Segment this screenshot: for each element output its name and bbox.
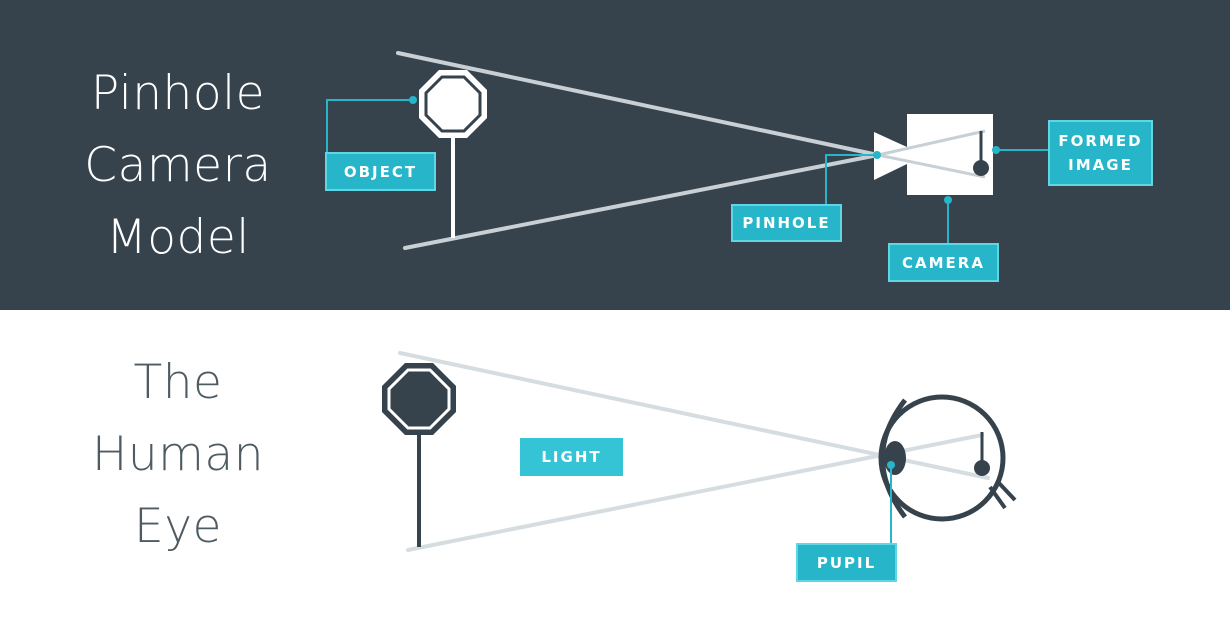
object-stop-sign-icon xyxy=(419,70,487,238)
pinhole-camera-diagram xyxy=(326,51,1050,250)
pinhole-label-text: PINHOLE xyxy=(742,214,831,232)
pupil-label-text: PUPIL xyxy=(816,553,877,572)
camera-body-icon xyxy=(874,114,993,195)
camera-label-text: CAMERA xyxy=(902,253,985,272)
light-label-text: LIGHT xyxy=(541,448,602,466)
pinhole-callout-line xyxy=(825,151,881,204)
eye-title-line-1: The xyxy=(133,355,223,410)
light-label: LIGHT xyxy=(520,438,623,476)
object-callout-line xyxy=(326,96,417,152)
pinhole-camera-title: Pinhole Camera Model xyxy=(48,58,308,274)
eye-object-stop-sign-icon xyxy=(382,363,456,547)
eye-title-line-2: Human xyxy=(91,427,264,482)
eye-icon xyxy=(878,394,1017,522)
human-eye-diagram xyxy=(382,351,1017,552)
pupil-label: PUPIL xyxy=(796,543,897,582)
object-label-text: OBJECT xyxy=(343,162,418,181)
pinhole-camera-panel xyxy=(0,0,1230,310)
pinhole-ray-bottom xyxy=(403,153,880,250)
camera-callout-line xyxy=(944,196,952,243)
formed-image-label: FORMED IMAGE xyxy=(1048,120,1153,186)
pinhole-title-line-1: Pinhole xyxy=(90,66,266,121)
camera-label: CAMERA xyxy=(888,243,999,282)
formed-image-label-line-2: IMAGE xyxy=(1068,156,1133,174)
formed-image-callout-line xyxy=(992,146,1050,154)
pinhole-title-line-2: Camera xyxy=(84,138,272,193)
pinhole-ray-top xyxy=(396,51,880,157)
formed-image-label-line-1: FORMED xyxy=(1058,132,1143,150)
pinhole-label: PINHOLE xyxy=(731,204,842,242)
human-eye-title: The Human Eye xyxy=(48,347,308,563)
object-label: OBJECT xyxy=(325,152,436,191)
eye-title-line-3: Eye xyxy=(134,499,222,554)
pupil-callout-line xyxy=(887,461,895,544)
pinhole-title-line-3: Model xyxy=(106,210,250,265)
